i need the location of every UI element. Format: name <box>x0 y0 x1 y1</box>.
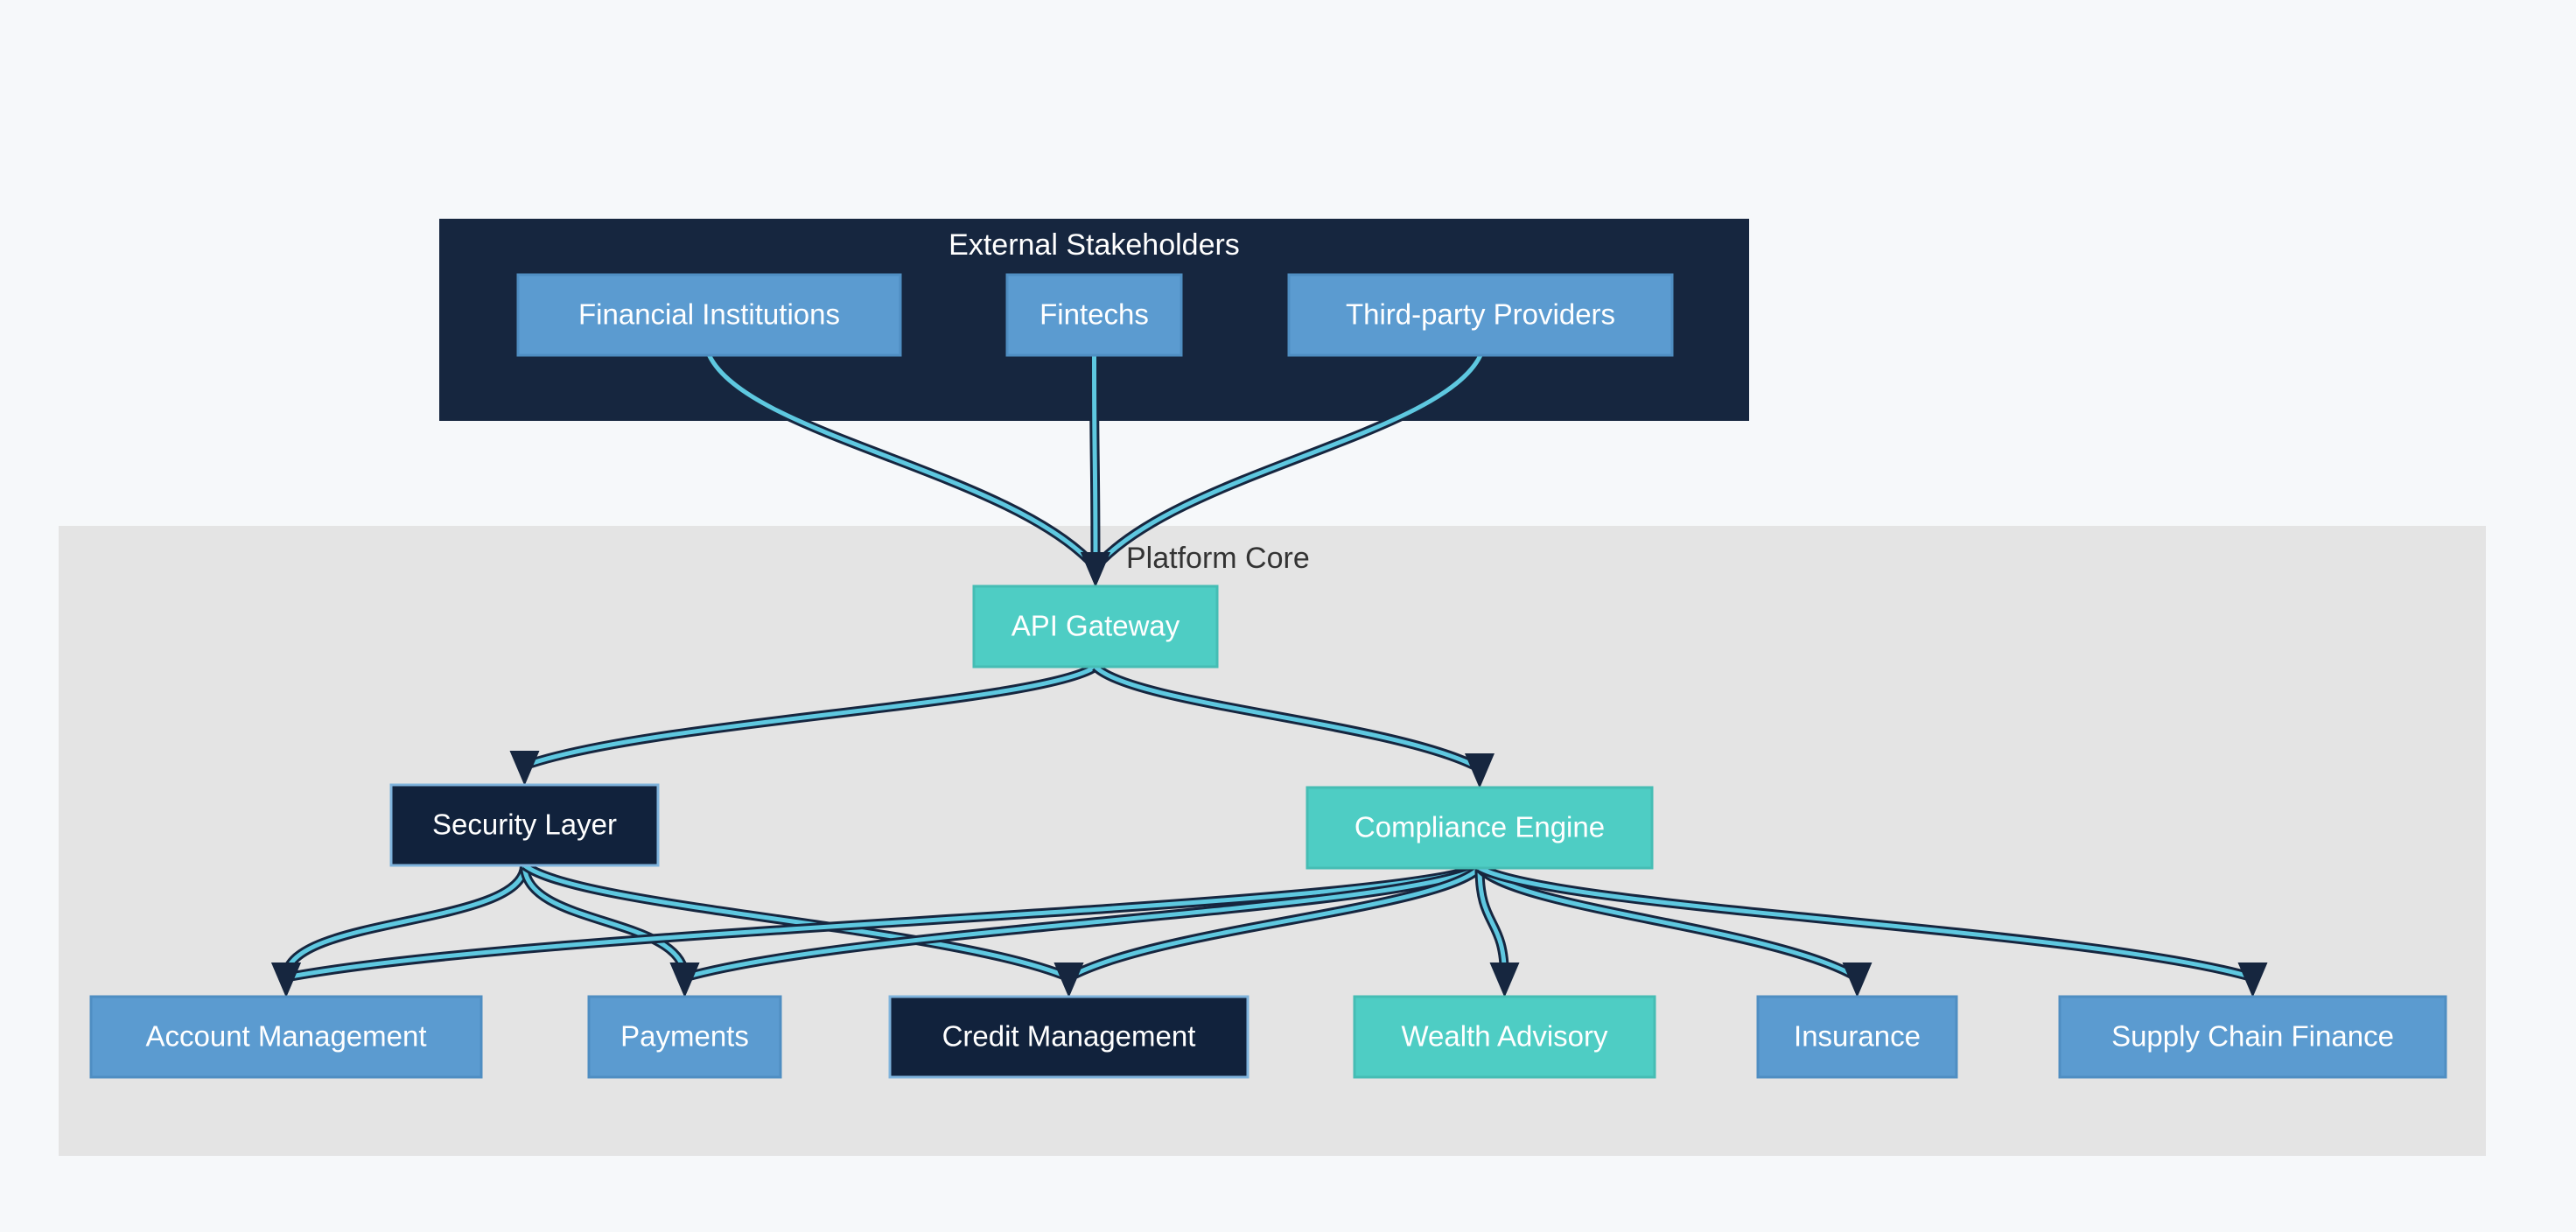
edge-stroke <box>1068 866 1481 980</box>
node-wealth[interactable]: Wealth Advisory <box>1353 995 1656 1079</box>
node-label: API Gateway <box>1012 610 1180 642</box>
node-box[interactable] <box>1353 995 1656 1079</box>
node-fi[interactable]: Financial Institutions <box>516 273 902 357</box>
node-label: Wealth Advisory <box>1402 1020 1608 1053</box>
edge-stroke <box>1478 866 1858 980</box>
arrowhead-icon <box>1465 753 1494 788</box>
node-box[interactable] <box>1005 273 1183 357</box>
arrowhead-icon <box>1081 552 1110 587</box>
node-label: Compliance Engine <box>1354 811 1605 844</box>
edge-ft-to-api <box>1089 354 1101 568</box>
edge-stroke <box>1094 665 1481 771</box>
edges-layer <box>281 353 2255 983</box>
node-ins[interactable]: Insurance <box>1756 995 1958 1079</box>
edge-comp-to-wealth <box>1474 867 1509 978</box>
node-pay[interactable]: Payments <box>587 995 782 1079</box>
node-api[interactable]: API Gateway <box>972 584 1219 668</box>
node-sec[interactable]: Security Layer <box>389 783 660 867</box>
edge-stroke <box>284 864 527 978</box>
node-box[interactable] <box>389 783 660 867</box>
edge-stroke <box>707 354 1097 569</box>
node-box[interactable] <box>888 995 1250 1079</box>
edge-stroke <box>522 864 1070 980</box>
node-label: Payments <box>620 1020 749 1053</box>
edge-stroke <box>523 664 1097 768</box>
arrowhead-icon <box>1842 962 1872 998</box>
node-box[interactable] <box>587 995 782 1079</box>
edge-stroke <box>683 865 1481 980</box>
edge-sec-to-credit <box>522 861 1071 983</box>
edge-comp-to-credit <box>1066 864 1483 982</box>
node-box[interactable] <box>972 584 1219 668</box>
nodes-layer: Financial Institutions Fintechs Third-part… <box>89 273 2447 1079</box>
node-label: Supply Chain Finance <box>2111 1020 2394 1053</box>
edge-stroke <box>1478 865 2254 980</box>
arrowhead-icon <box>2237 962 2268 998</box>
node-comp[interactable]: Compliance Engine <box>1306 786 1654 870</box>
node-box[interactable] <box>2058 995 2447 1079</box>
edge-comp-to-acct <box>284 863 1481 983</box>
arrowhead-icon <box>1054 962 1084 998</box>
node-label: Third-party Providers <box>1346 298 1615 331</box>
edge-comp-to-pay <box>683 864 1482 983</box>
edge-stroke <box>285 865 1480 980</box>
node-label: Financial Institutions <box>578 298 840 331</box>
node-label: Fintechs <box>1040 298 1149 331</box>
arrowhead-icon <box>509 751 540 786</box>
node-box[interactable] <box>1287 273 1674 357</box>
node-label: Account Management <box>145 1020 426 1053</box>
edge-stroke <box>1477 867 1507 978</box>
node-box[interactable] <box>1756 995 1958 1079</box>
edge-tpp-to-api <box>1091 353 1485 570</box>
cluster-external-label: External Stakeholders <box>948 228 1240 262</box>
node-credit[interactable]: Credit Management <box>888 995 1250 1079</box>
node-scf[interactable]: Supply Chain Finance <box>2058 995 2447 1079</box>
node-ft[interactable]: Fintechs <box>1005 273 1183 357</box>
node-label: Credit Management <box>942 1020 1196 1053</box>
edge-sec-to-acct <box>281 864 529 978</box>
edge-comp-to-scf <box>1477 864 2255 983</box>
node-label: Security Layer <box>432 808 617 841</box>
edge-stroke <box>1094 354 1483 569</box>
edge-api-to-sec <box>522 662 1099 771</box>
arrowhead-icon <box>1489 962 1520 998</box>
node-box[interactable] <box>1306 786 1654 870</box>
cluster-core-label: Platform Core <box>1126 542 1310 575</box>
edge-sec-to-pay <box>520 864 690 978</box>
node-tpp[interactable]: Third-party Providers <box>1287 273 1674 357</box>
edge-fi-to-api <box>704 353 1100 570</box>
arrowhead-icon <box>271 962 301 998</box>
node-acct[interactable]: Account Management <box>89 995 483 1079</box>
edge-comp-to-ins <box>1475 864 1860 982</box>
edge-api-to-comp <box>1092 662 1482 773</box>
arrowhead-icon <box>669 962 700 998</box>
edge-stroke <box>522 864 687 978</box>
node-box[interactable] <box>516 273 902 357</box>
node-label: Insurance <box>1794 1020 1921 1053</box>
edge-stroke <box>1092 354 1098 568</box>
node-box[interactable] <box>89 995 483 1079</box>
